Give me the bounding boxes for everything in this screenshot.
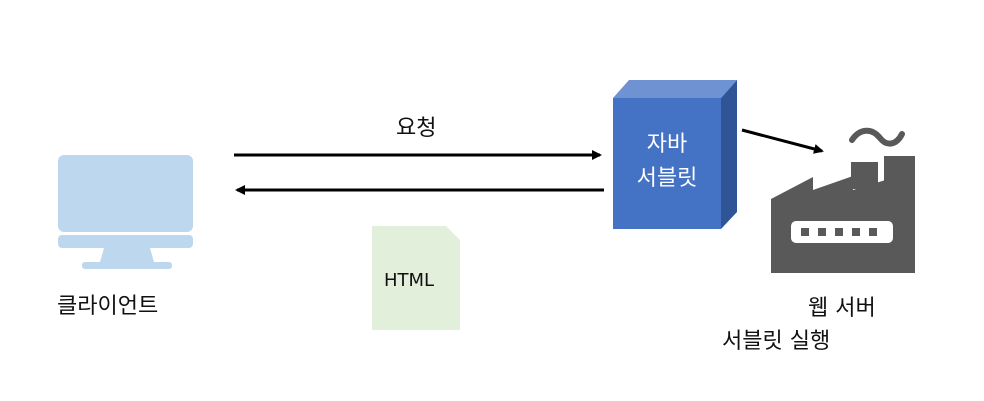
java-servlet-box [613,80,737,229]
html-doc-label: HTML [384,270,435,291]
request-label: 요청 [396,116,437,141]
servlet-label: 자바 서블릿 [613,128,721,196]
web-server-label: 웹 서버 [808,296,876,321]
servlet-exec-label: 서블릿 실행 [722,329,831,354]
factory-icon [771,127,915,273]
exec-arrow [741,128,824,154]
servlet-label-line1: 자바 [646,132,688,157]
monitor-icon [58,155,193,269]
client-label: 클라이언트 [57,294,159,319]
document-icon [372,226,460,330]
servlet-label-line2: 서블릿 [636,166,698,191]
